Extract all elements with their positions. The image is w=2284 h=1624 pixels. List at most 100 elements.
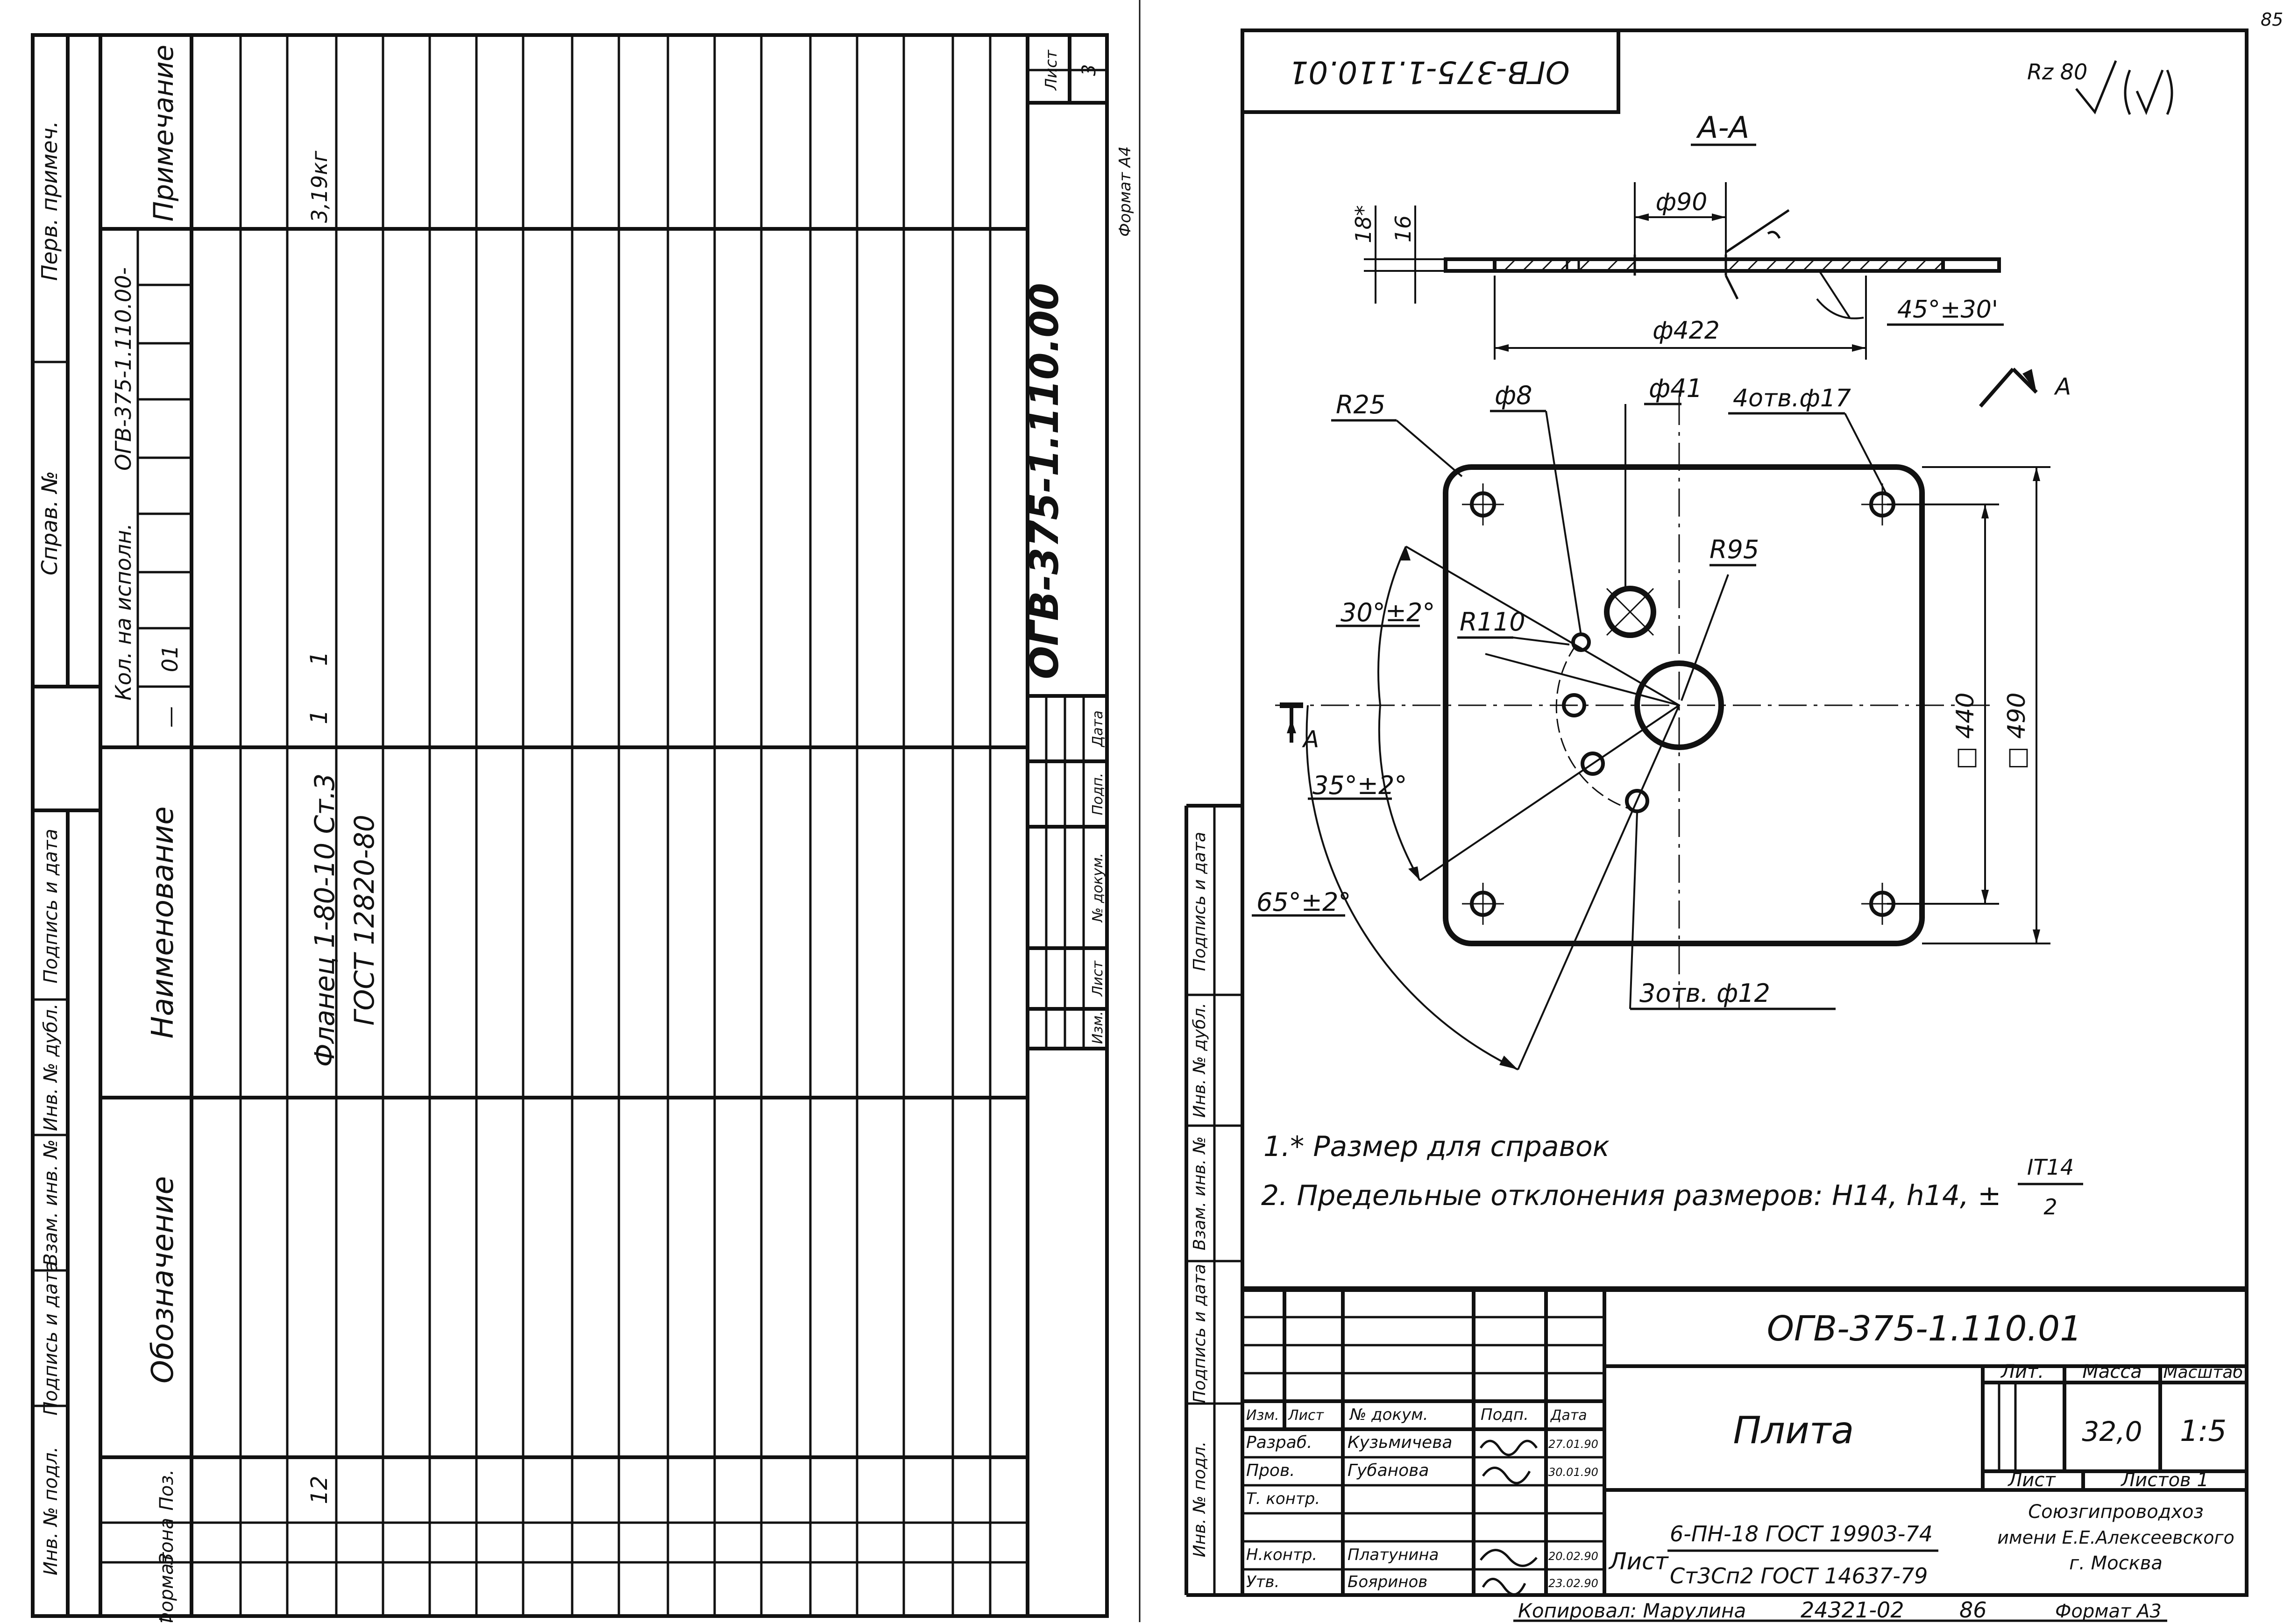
spec-side-dividers bbox=[33, 361, 68, 1407]
dim-d8: ф8 bbox=[1495, 381, 1532, 410]
col-primechanie: Примечание bbox=[148, 45, 179, 222]
dim-angle35: 35°±2° bbox=[1312, 771, 1407, 800]
row-qty-base: 1 bbox=[305, 709, 333, 724]
spec-column-lines bbox=[190, 35, 992, 1616]
col-naimenovanie: Наименование bbox=[146, 806, 180, 1038]
tb-nkontr-date: 20.02.90 bbox=[1548, 1550, 1598, 1563]
tb-org-line3: г. Москва bbox=[2069, 1553, 2163, 1574]
footer-copied: Копировал: Марулина bbox=[1518, 1599, 1746, 1622]
spec-border bbox=[31, 33, 1109, 1618]
tb-prov-signature bbox=[1482, 1467, 1531, 1484]
tb-sheets-label: Листов 1 bbox=[2120, 1469, 2209, 1491]
page-number: 85 bbox=[2261, 9, 2283, 30]
section-arrow-label: А bbox=[2054, 373, 2071, 400]
side-label-sprav: Справ. № bbox=[37, 471, 62, 575]
tb-utv: Утв. bbox=[1246, 1573, 1279, 1591]
note-fraction-num: IT14 bbox=[2027, 1155, 2074, 1180]
spec-list-label: Лист bbox=[1042, 50, 1061, 91]
tb-razrab-date: 27.01.90 bbox=[1548, 1438, 1598, 1451]
tb-massa-value: 32,0 bbox=[2082, 1416, 2142, 1447]
dim-angle45: 45°±30' bbox=[1897, 296, 1998, 324]
row-name-line1: Фланец 1-80-10 Ст.3 bbox=[309, 773, 340, 1067]
hole-d12-c bbox=[1625, 789, 1649, 813]
tb-material-line1: 6-ПН-18 ГОСТ 19903-74 bbox=[1670, 1521, 1933, 1546]
tb-nkontr-signature bbox=[1480, 1549, 1538, 1567]
drawing-side-dividers bbox=[1186, 993, 1242, 1405]
tb-prov: Пров. bbox=[1246, 1461, 1295, 1480]
note-fraction-den: 2 bbox=[2043, 1194, 2057, 1220]
tb-izm: Изм. bbox=[1246, 1407, 1279, 1424]
tb-org-line2: имени Е.Е.Алексеевского bbox=[1997, 1527, 2234, 1548]
col-poz: Поз. bbox=[156, 1469, 177, 1511]
tb-podp: Подп. bbox=[1481, 1405, 1529, 1424]
tb-nkontr-name: Платунина bbox=[1348, 1546, 1439, 1564]
note-2: 2. Предельные отклонения размеров: H14, … bbox=[1261, 1179, 2001, 1212]
col-kol-ispoln-code: ОГВ-375-1.110.00- bbox=[111, 267, 136, 471]
dim-d90: ф90 bbox=[1656, 188, 1708, 216]
dim-r110: R110 bbox=[1460, 607, 1525, 637]
dim-3-holes: 3отв. ф12 bbox=[1639, 979, 1770, 1008]
tb-prov-date: 30.01.90 bbox=[1548, 1466, 1598, 1479]
tb-nkontr: Н.контр. bbox=[1246, 1546, 1317, 1564]
tb-lit: Лит. bbox=[2000, 1361, 2044, 1383]
tb-left-grid bbox=[1242, 1289, 1604, 1595]
tb-scale-value: 1:5 bbox=[2180, 1414, 2227, 1448]
tb-utv-name: Бояринов bbox=[1348, 1573, 1427, 1591]
center-hole bbox=[1634, 660, 1724, 750]
spec-row-grid bbox=[138, 284, 192, 630]
section-hatching bbox=[1503, 258, 1944, 272]
footer-order: 24321-02 bbox=[1801, 1597, 1904, 1622]
dim-r95: R95 bbox=[1709, 535, 1759, 564]
rotated-code-box bbox=[1241, 28, 1620, 114]
row-qty-01: 1 bbox=[305, 651, 333, 666]
section-label: А-А bbox=[1696, 111, 1750, 145]
dim-4-holes: 4отв.ф17 bbox=[1733, 384, 1851, 412]
col-zona: Зона bbox=[156, 1518, 177, 1565]
spec-tb-list: Лист bbox=[1090, 960, 1106, 997]
spec-title-block-grid bbox=[1028, 696, 1107, 1050]
tb-massa: Масса bbox=[2082, 1361, 2142, 1383]
tb-tkontr: Т. контр. bbox=[1246, 1489, 1320, 1508]
footer-page: 86 bbox=[1959, 1597, 1987, 1622]
hole-d41 bbox=[1604, 586, 1656, 638]
dim-sq440: □ 440 bbox=[1951, 693, 1979, 770]
tb-utv-date: 23.02.90 bbox=[1548, 1577, 1598, 1590]
drawing-side-podpis: Подпись и дата bbox=[1190, 832, 1209, 971]
roughness-value: Rz 80 bbox=[2027, 59, 2087, 85]
row-name-line2: ГОСТ 12820-80 bbox=[348, 815, 380, 1026]
side-label-vzam: Взам. инв. № bbox=[40, 1139, 62, 1266]
roughness-symbol: Rz 80 bbox=[2027, 59, 2173, 115]
tb-razrab: Разраб. bbox=[1246, 1433, 1312, 1452]
tb-name: Плита bbox=[1733, 1409, 1854, 1452]
rotated-code: ОГВ-375-1.110.01 bbox=[1289, 54, 1570, 90]
side-label-podpis: Подпись и дата bbox=[40, 829, 62, 983]
drawing-border bbox=[1241, 28, 2249, 1597]
spec-tb-podp: Подп. bbox=[1090, 773, 1106, 816]
note-1: 1.* Размер для справок bbox=[1263, 1130, 1610, 1163]
col-kol-ispoln: Кол. на исполн. bbox=[111, 523, 136, 701]
tb-sheet-label: Лист bbox=[2007, 1469, 2056, 1491]
drawing-title-block: ОГВ-375-1.110.01 Плита Изм. Лист № докум… bbox=[1242, 1286, 2247, 1596]
dim-h18: 18* bbox=[1351, 205, 1376, 243]
tb-utv-signature bbox=[1482, 1578, 1526, 1596]
dim-angle65: 65°±2° bbox=[1256, 887, 1351, 917]
tb-material-line2: Ст3Сп2 ГОСТ 14637-79 bbox=[1670, 1563, 1928, 1589]
tb-list: Лист bbox=[1288, 1407, 1325, 1424]
tb-code: ОГВ-375-1.110.01 bbox=[1767, 1309, 2082, 1349]
drawing-footer: Копировал: Марулина 24321-02 86 Формат А… bbox=[1513, 1597, 2167, 1623]
row-poz: 12 bbox=[306, 1475, 333, 1504]
spec-code: ОГВ-375-1.110.00 bbox=[1021, 283, 1067, 680]
specification-sheet: Перв. примеч. Справ. № Подпись и дата Ин… bbox=[31, 33, 1135, 1624]
variant-dash: — bbox=[157, 706, 183, 728]
dim-d41: ф41 bbox=[1649, 374, 1702, 403]
tb-data: Дата bbox=[1550, 1407, 1587, 1424]
spec-tb-data: Дата bbox=[1090, 710, 1106, 748]
side-label-perv-primech: Перв. примеч. bbox=[37, 121, 62, 281]
col-oboznachenie: Обозначение bbox=[146, 1176, 180, 1383]
tb-razrab-name: Кузьмичева bbox=[1348, 1433, 1452, 1452]
plate-outline bbox=[1443, 464, 1925, 946]
row-note: 3,19кг bbox=[307, 150, 332, 223]
tb-masshtab: Масштаб bbox=[2163, 1363, 2243, 1382]
